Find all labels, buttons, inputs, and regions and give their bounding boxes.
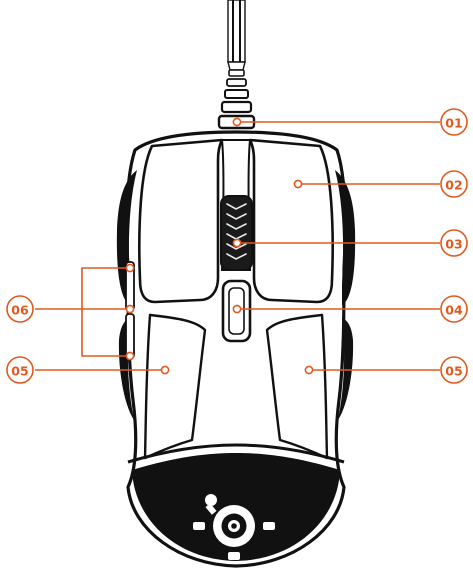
svg-text:04: 04 xyxy=(445,303,463,318)
svg-text:05: 05 xyxy=(445,364,462,379)
svg-text:03: 03 xyxy=(445,237,462,252)
callout-annotations xyxy=(35,121,440,371)
callout-04: 04 xyxy=(440,295,468,323)
cable-strain-relief xyxy=(217,69,256,130)
right-lower-panel xyxy=(265,313,329,460)
left-mouse-button[interactable] xyxy=(138,138,224,304)
gaming-mouse-illustration xyxy=(116,0,356,568)
svg-text:01: 01 xyxy=(445,116,462,131)
callout-01: 01 xyxy=(440,108,468,136)
callout-03: 03 xyxy=(440,229,468,257)
left-lower-panel xyxy=(143,313,207,460)
usb-cable xyxy=(217,0,256,130)
callout-06: 06 xyxy=(6,295,34,323)
svg-text:02: 02 xyxy=(445,178,462,193)
svg-text:05: 05 xyxy=(11,364,28,379)
callout-dots xyxy=(125,117,314,375)
left-side-grip xyxy=(116,170,137,420)
svg-text:06: 06 xyxy=(11,303,29,318)
right-side-grip xyxy=(335,170,356,420)
callout-05-right: 05 xyxy=(440,356,468,384)
steelseries-logo-icon xyxy=(193,494,275,560)
callout-05-left: 05 xyxy=(6,356,34,384)
right-mouse-button[interactable] xyxy=(248,138,334,304)
callout-bracket-06 xyxy=(81,267,130,357)
scroll-wheel[interactable] xyxy=(220,195,253,271)
callout-02: 02 xyxy=(440,170,468,198)
